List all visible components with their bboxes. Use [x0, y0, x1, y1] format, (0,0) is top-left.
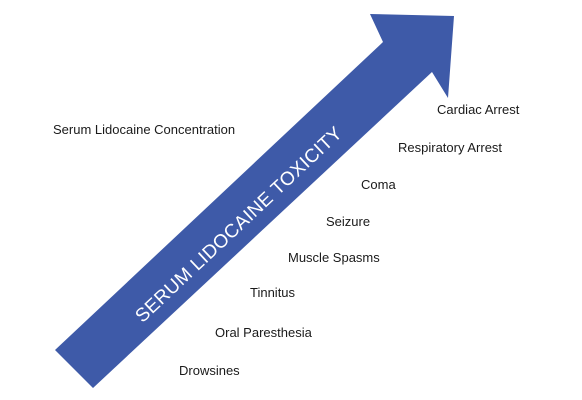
- step-label-oral-paresthesia: Oral Paresthesia: [215, 325, 313, 340]
- concentration-label: Serum Lidocaine Concentration: [53, 122, 235, 137]
- step-label-muscle-spasms: Muscle Spasms: [288, 250, 380, 265]
- step-label-tinnitus: Tinnitus: [250, 285, 296, 300]
- step-label-coma: Coma: [361, 177, 396, 192]
- step-label-drowsines: Drowsines: [179, 363, 240, 378]
- toxicity-arrow: [55, 14, 454, 388]
- step-label-seizure: Seizure: [326, 214, 370, 229]
- step-label-respiratory-arrest: Respiratory Arrest: [398, 140, 502, 155]
- step-label-cardiac-arrest: Cardiac Arrest: [437, 102, 520, 117]
- arrow-label: SERUM LIDOCAINE TOXICITY: [132, 123, 347, 327]
